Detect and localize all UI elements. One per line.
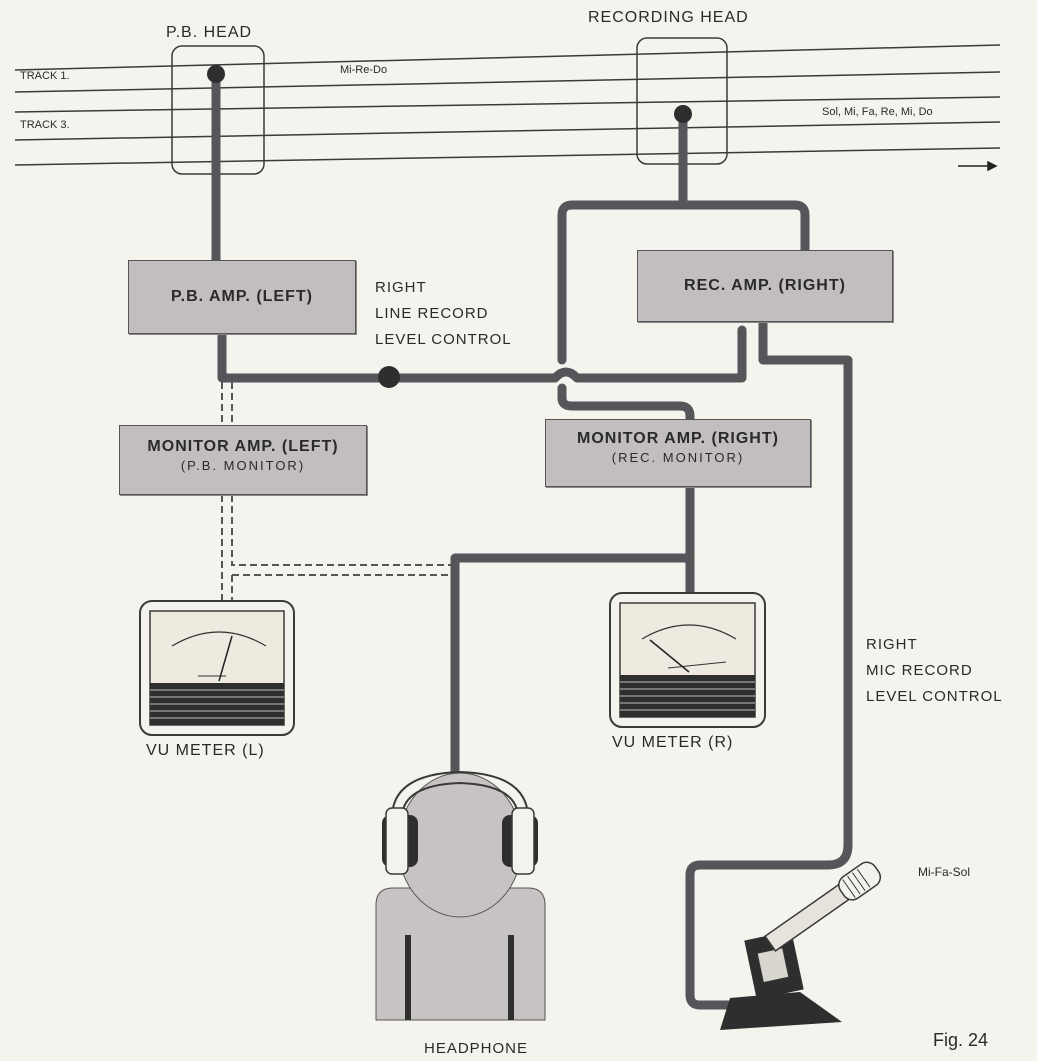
wire-rec-amp-loop [557,200,810,365]
pb-amp-left-box: P.B. AMP. (LEFT) [128,260,356,334]
headphone-label: HEADPHONE [424,1040,529,1057]
vu-meter-left-icon [139,600,295,736]
monitor-amp-left-box: MONITOR AMP. (LEFT) (P.B. MONITOR) [119,425,367,495]
mic-notes-label: Mi-Fa-Sol [918,865,971,879]
recording-head-label: RECORDING HEAD [588,9,749,26]
headphone-listener-icon [375,770,546,1021]
tape-line [14,44,1001,71]
tape-tracks [14,44,1001,166]
monitor-amp-right-label: MONITOR AMP. (RIGHT) [577,430,779,447]
track-1-notes-label: Mi-Re-Do [340,64,388,76]
track-3-label: TRACK 3. [20,119,70,131]
monitor-amp-right-box: MONITOR AMP. (RIGHT) (REC. MONITOR) [545,419,811,487]
mic-level-text-3: LEVEL CONTROL [866,688,1003,705]
tape-direction-arrow-icon [958,160,998,172]
wire-pb-amp-to-line-level [217,327,560,383]
track-1-label: TRACK 1. [20,70,70,82]
wire-line-crossover [550,325,747,383]
mic-level-text-1: RIGHT [866,636,918,653]
pb-head-label: P.B. HEAD [166,24,253,41]
rec-amp-right-label: REC. AMP. (RIGHT) [684,277,846,294]
monitor-amp-left-sublabel: (P.B. MONITOR) [180,458,306,473]
track-3-notes-label: Sol, Mi, Fa, Re, Mi, Do [822,106,933,118]
wire-to-headphone [450,553,695,853]
pb-head-contact-dot [207,65,225,83]
vu-meter-left-label: VU METER (L) [146,742,265,759]
tape-line [14,147,1001,166]
monitor-amp-right-sublabel: (REC. MONITOR) [611,450,745,465]
mic-record-level-label: RIGHT MIC RECORD LEVEL CONTROL [866,632,1003,710]
pb-amp-left-label: P.B. AMP. (LEFT) [171,288,313,305]
mic-level-text-2: MIC RECORD [866,662,973,679]
microphone-icon [720,861,882,1030]
vu-meter-right-label: VU METER (R) [612,734,734,751]
wire-to-monitor-right [557,383,695,425]
rec-amp-right-box: REC. AMP. (RIGHT) [637,250,893,322]
figure-number-label: Fig. 24 [933,1030,989,1050]
line-record-level-label: RIGHT LINE RECORD LEVEL CONTROL [375,275,512,353]
line-level-text-3: LEVEL CONTROL [375,331,512,348]
tape-line [14,121,1001,141]
line-level-text-1: RIGHT [375,279,427,296]
signal-wires [211,69,853,1010]
tape-line [14,96,1001,113]
tape-line [14,71,1001,93]
monitor-amp-left-label: MONITOR AMP. (LEFT) [147,438,339,455]
vu-meter-right-icon [609,592,766,728]
wire-mic [685,315,853,1010]
rec-head-contact-dot [674,105,692,123]
line-level-control-knob [378,366,400,388]
line-level-text-2: LINE RECORD [375,305,489,322]
